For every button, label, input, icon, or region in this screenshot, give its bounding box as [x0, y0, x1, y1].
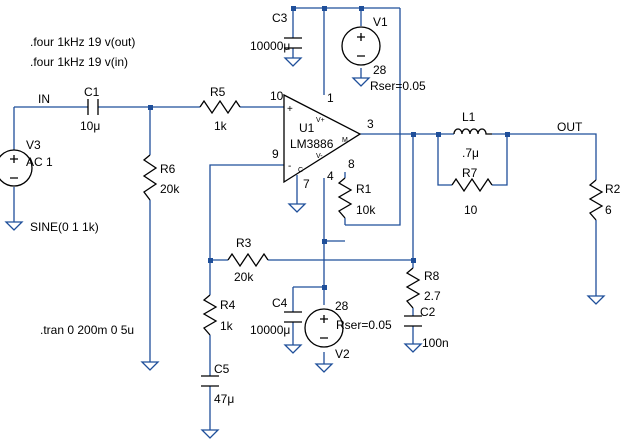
- capacitor-c3[interactable]: [284, 37, 302, 49]
- capacitor-c4[interactable]: [284, 311, 302, 323]
- capacitor-c1[interactable]: [87, 99, 99, 115]
- c2-value: 100n: [422, 336, 449, 350]
- u1-minus: -: [288, 161, 291, 172]
- net-label-out: OUT: [557, 120, 583, 134]
- resistor-r2[interactable]: [588, 179, 604, 221]
- v1-value: 28: [373, 63, 387, 77]
- c3-ref: C3: [272, 11, 288, 25]
- v1-ref: V1: [373, 15, 388, 29]
- u1-part: LM3886: [290, 137, 334, 151]
- ground-symbols: [4, 57, 606, 439]
- resistor-r8[interactable]: [405, 267, 421, 309]
- capacitor-c2[interactable]: [404, 315, 422, 327]
- resistor-r1[interactable]: [337, 177, 353, 219]
- r5-ref: R5: [210, 85, 226, 99]
- u1-pin-7: 7: [303, 177, 310, 191]
- r6-ref: R6: [160, 162, 176, 176]
- r8-ref: R8: [424, 269, 440, 283]
- four-directive-out: .four 1kHz 19 v(out): [30, 35, 135, 49]
- r7-value: 10: [464, 203, 478, 217]
- u1-pin-4: 4: [327, 169, 334, 183]
- r8-value: 2.7: [424, 289, 441, 303]
- c5-value: 47μ: [214, 392, 234, 406]
- v2-rser: Rser=0.05: [336, 318, 392, 332]
- u1-c: C: [298, 167, 303, 174]
- u1-pin-3: 3: [367, 117, 374, 131]
- v2-value: 28: [335, 299, 349, 313]
- r2-ref: R2: [605, 182, 620, 196]
- tran-directive: .tran 0 200m 0 5u: [40, 323, 134, 337]
- c1-ref: C1: [84, 85, 100, 99]
- c1-value: 10μ: [80, 119, 100, 133]
- r2-value: 6: [605, 203, 612, 217]
- voltage-source-v1[interactable]: [341, 26, 381, 66]
- v2-ref: V2: [335, 347, 350, 361]
- u1-pin-1: 1: [327, 91, 334, 105]
- resistor-r5[interactable]: [199, 99, 241, 115]
- r4-ref: R4: [220, 298, 236, 312]
- l1-value: .7μ: [462, 146, 479, 160]
- r5-value: 1k: [214, 119, 228, 133]
- v1-rser: Rser=0.05: [370, 79, 426, 93]
- r7-ref: R7: [462, 166, 478, 180]
- r3-ref: R3: [236, 236, 252, 250]
- voltage-source-v3[interactable]: [0, 149, 33, 187]
- u1-ref: U1: [299, 121, 315, 135]
- net-label-in: IN: [38, 92, 50, 106]
- v3-source: SINE(0 1 1k): [30, 220, 99, 234]
- r6-value: 20k: [160, 182, 180, 196]
- r1-ref: R1: [356, 182, 372, 196]
- r3-value: 20k: [234, 270, 254, 284]
- u1-pin-9: 9: [272, 147, 279, 161]
- capacitor-c5[interactable]: [201, 375, 219, 387]
- v3-value: AC 1: [26, 155, 53, 169]
- opamp-u1[interactable]: [283, 93, 362, 184]
- u1-vplus: V+: [316, 117, 325, 124]
- inductor-l1[interactable]: [453, 128, 492, 135]
- resistor-r3[interactable]: [227, 252, 269, 268]
- c5-ref: C5: [214, 362, 230, 376]
- u1-m: M: [342, 137, 348, 144]
- junction-dots: [148, 6, 510, 290]
- c2-ref: C2: [420, 305, 436, 319]
- c4-value: 10000μ: [250, 323, 290, 337]
- u1-pin-8: 8: [348, 157, 355, 171]
- resistor-r6[interactable]: [142, 154, 158, 201]
- r4-value: 1k: [220, 319, 234, 333]
- u1-vminus: V-: [316, 153, 323, 160]
- c4-ref: C4: [272, 296, 288, 310]
- r1-value: 10k: [356, 203, 376, 217]
- four-directive-in: .four 1kHz 19 v(in): [30, 55, 128, 69]
- resistor-r4[interactable]: [202, 294, 218, 336]
- resistor-r7[interactable]: [451, 177, 493, 193]
- u1-plus: +: [287, 104, 293, 115]
- c3-value: 10000μ: [250, 39, 290, 53]
- wires: [13, 7, 597, 430]
- v3-ref: V3: [26, 138, 41, 152]
- u1-pin-10: 10: [270, 89, 284, 103]
- l1-ref: L1: [462, 110, 476, 124]
- voltage-source-v2[interactable]: [304, 308, 344, 348]
